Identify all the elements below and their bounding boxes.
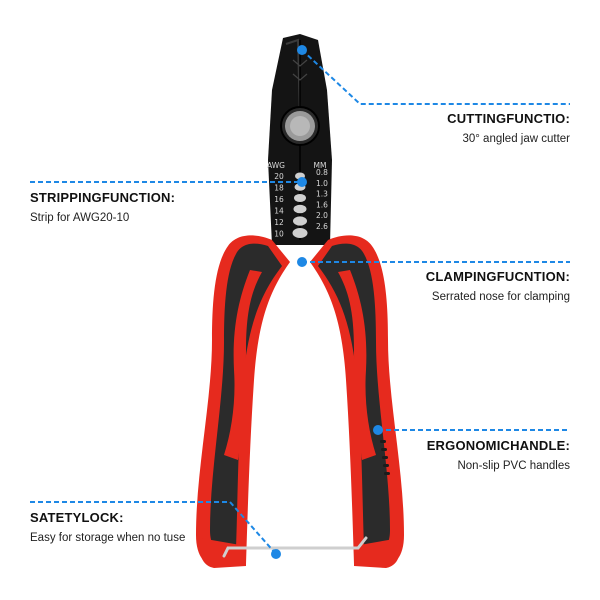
awg-label: 18 — [274, 184, 284, 193]
mm-label: 0.8 — [316, 168, 328, 177]
cutting-title: CUTTINGFUNCTIO: — [447, 111, 570, 126]
stripper-scale: AWG MM 20 18 16 14 12 10 0.8 1.0 1.31.6 2.0 2.6 — [267, 161, 328, 239]
anchor-dot-clamping — [297, 257, 307, 267]
anchor-dot-lock — [271, 549, 281, 559]
clamping-desc: Serrated nose for clamping — [431, 291, 570, 303]
anchor-dot-stripping — [297, 177, 307, 187]
leader-lock — [30, 501, 277, 555]
awg-header: AWG — [267, 161, 285, 170]
safety-lock-wire — [222, 536, 368, 558]
leader-cutting — [301, 49, 570, 105]
clamping-title: CLAMPINGFUCNTION: — [425, 269, 570, 284]
pliers-head — [268, 34, 332, 245]
stripping-title: STRIPPINGFUNCTION: — [30, 190, 176, 205]
stripping-desc: Strip for AWG20-10 — [30, 212, 130, 224]
awg-label: 10 — [274, 230, 284, 239]
lock-title: SATETYLOCK: — [30, 510, 124, 525]
callout-clamping: CLAMPINGFUCNTION: Serrated nose for clam… — [426, 269, 570, 303]
left-handle — [196, 235, 290, 568]
anchor-dot-ergonomic — [373, 425, 383, 435]
mm-label: 2.0 — [316, 211, 328, 220]
callout-lock: SATETYLOCK: Easy for storage when no tus… — [30, 510, 185, 544]
mm-label: 1.3 — [316, 190, 328, 199]
awg-label: 16 — [274, 195, 284, 204]
awg-label: 20 — [274, 172, 284, 181]
callout-stripping: STRIPPINGFUNCTION: Strip for AWG20-10 — [30, 190, 175, 224]
callout-ergonomic: ERGONOMICHANDLE: Non-slip PVC handles — [427, 438, 570, 472]
mm-label: 1.0 — [316, 179, 328, 188]
awg-label: 14 — [274, 207, 284, 216]
ergonomic-desc: Non-slip PVC handles — [457, 460, 570, 472]
mm-header: MM — [314, 161, 327, 170]
anchor-dot-cutting — [297, 45, 307, 55]
ergonomic-title: ERGONOMICHANDLE: — [426, 438, 570, 453]
mm-label: 1.6 — [316, 200, 328, 209]
lock-desc: Easy for storage when no tuse — [30, 532, 186, 544]
mm-label: 2.6 — [316, 222, 328, 231]
cutting-desc: 30° angled jaw cutter — [462, 133, 570, 145]
awg-label: 12 — [274, 218, 284, 227]
callout-cutting: CUTTINGFUNCTIO: 30° angled jaw cutter — [447, 111, 570, 145]
right-handle — [310, 235, 404, 568]
